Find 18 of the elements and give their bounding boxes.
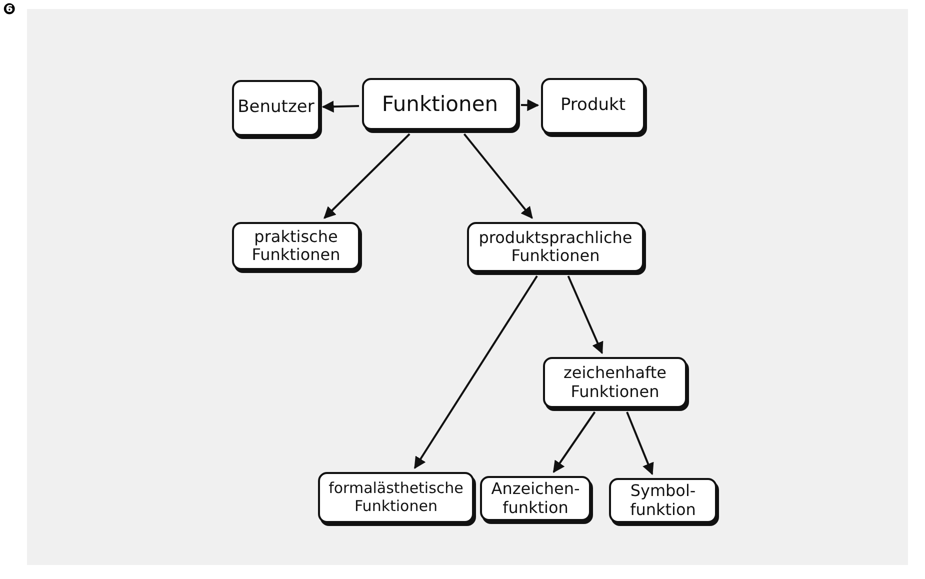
concept-box: Funktionen <box>362 78 518 130</box>
arrow <box>324 133 410 219</box>
concept-box: zeichenhafte Funktionen <box>543 357 687 408</box>
concept-box: Anzeichen- funktion <box>480 476 591 521</box>
arrow <box>552 411 596 473</box>
arrow <box>520 99 540 112</box>
figure-number: ❻ <box>3 0 16 18</box>
arrow <box>567 276 604 354</box>
arrow <box>414 275 538 469</box>
concept-box: formalästhetische Funktionen <box>318 472 474 523</box>
arrow <box>463 133 533 219</box>
arrow <box>626 412 654 476</box>
concept-box: praktische Funktionen <box>232 222 360 270</box>
arrow <box>322 100 360 113</box>
concept-box: Benutzer <box>232 80 320 136</box>
concept-box: Produkt <box>541 78 645 134</box>
concept-box: Symbol- funktion <box>609 478 717 523</box>
concept-box: produktsprachliche Funktionen <box>467 222 644 272</box>
